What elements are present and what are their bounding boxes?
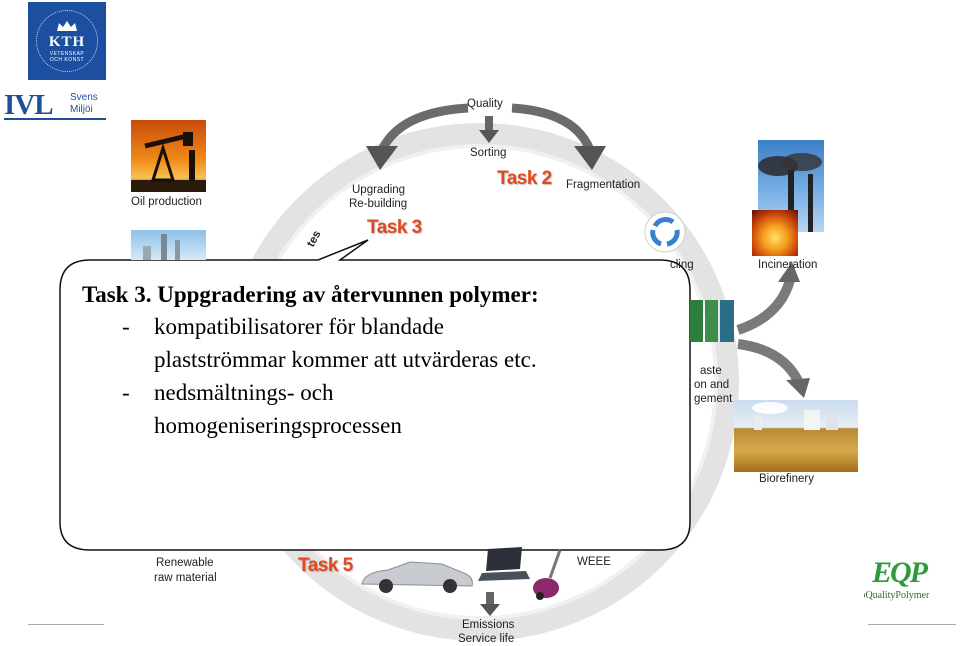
- callout-title: Task 3. Uppgradering av återvunnen polym…: [82, 282, 539, 307]
- arrow-emissions-shaft: [486, 592, 494, 606]
- label-incineration: Incineration: [758, 259, 818, 271]
- refinery-photo: [131, 230, 206, 260]
- kth-seal-ring: [36, 10, 98, 72]
- label-oil-production: Oil production: [131, 196, 202, 208]
- footer-rule-left: [28, 624, 104, 625]
- label-rebuilding: Re-building: [349, 198, 408, 210]
- label-recycling: cling: [670, 259, 694, 271]
- callout-item-1: - kompatibilisatorer för blandade plasts…: [122, 310, 682, 376]
- ivl-text-line-1: Svens: [70, 92, 98, 103]
- callout-item-1-line-2: plastströmmar kommer att utvärderas etc.: [154, 347, 537, 372]
- label-quality: Quality: [467, 98, 503, 110]
- ivl-logo: IVL Svens Miljöi: [4, 90, 106, 124]
- ivl-mark: IVL: [4, 90, 54, 121]
- arrow-down-shaft: [485, 116, 493, 132]
- arrowhead-biorefinery: [786, 378, 810, 398]
- arrow-to-sorting-left: [377, 103, 469, 153]
- ecoqualitypolymer-logo: EQP coQualityPolymer: [864, 556, 960, 612]
- recycling-icon: [644, 211, 686, 253]
- chimney-icon: [758, 153, 822, 232]
- biorefinery-photo: [734, 400, 858, 472]
- refinery-towers-icon: [143, 234, 180, 260]
- waste-bins-icon: [690, 300, 734, 342]
- car-icon: [361, 561, 473, 593]
- arrow-to-biorefinery: [737, 339, 805, 388]
- arrow-down-head: [479, 130, 499, 143]
- eqp-text: coQualityPolymer: [864, 590, 930, 601]
- callout-item-2: - nedsmältnings- och homogeniseringsproc…: [122, 376, 682, 442]
- label-biorefinery: Biorefinery: [759, 473, 814, 485]
- label-fragmentation: Fragmentation: [566, 179, 641, 191]
- callout-bubble: [59, 239, 691, 551]
- arrow-to-fragmentation: [511, 103, 595, 152]
- label-renewable: Renewable: [156, 557, 214, 569]
- callout-item-2-line-1: nedsmältnings- och: [154, 380, 334, 405]
- arrow-to-incineration: [736, 278, 795, 335]
- oil-production-photo: [131, 120, 206, 192]
- arrowhead-left: [366, 146, 398, 170]
- eqp-mark: EQP: [872, 556, 928, 589]
- label-emissions: Emissions: [462, 619, 515, 631]
- callout-text: Task 3. Uppgradering av återvunnen polym…: [82, 280, 682, 442]
- label-upgrading: Upgrading: [352, 184, 406, 196]
- ivl-text: Svens Miljöi: [70, 92, 98, 116]
- label-raw-material: raw material: [154, 572, 217, 584]
- laptop-icon: [478, 547, 530, 581]
- arrowhead-incineration: [778, 262, 800, 282]
- arrowhead-emissions: [480, 604, 500, 616]
- task-3-label: Task 3: [367, 217, 422, 238]
- biorefinery-plant-icon: [752, 402, 838, 430]
- vacuum-cleaner-icon: [533, 549, 562, 600]
- task-2-label: Task 2: [497, 168, 552, 189]
- ivl-underline: [4, 118, 106, 120]
- label-waste-1: aste: [700, 365, 722, 377]
- label-service-life: Service life: [458, 633, 515, 645]
- label-weee: WEEE: [577, 556, 611, 568]
- callout-item-2-line-2: homogeniseringsprocessen: [154, 413, 402, 438]
- oil-pump-icon: [131, 132, 206, 192]
- incineration-fire-photo: [752, 210, 798, 256]
- label-waste-2: on and: [694, 379, 730, 391]
- callout-item-1-line-1: kompatibilisatorer för blandade: [154, 314, 444, 339]
- arrowhead-right: [574, 146, 606, 170]
- label-waste-3: gement: [694, 393, 733, 405]
- task-5-label: Task 5: [298, 555, 353, 576]
- bullet-dash: -: [122, 314, 130, 339]
- bullet-dash: -: [122, 380, 130, 405]
- label-sorting: Sorting: [470, 147, 507, 159]
- footer-rule-right: [868, 624, 956, 625]
- ivl-text-line-2: Miljöi: [70, 104, 93, 115]
